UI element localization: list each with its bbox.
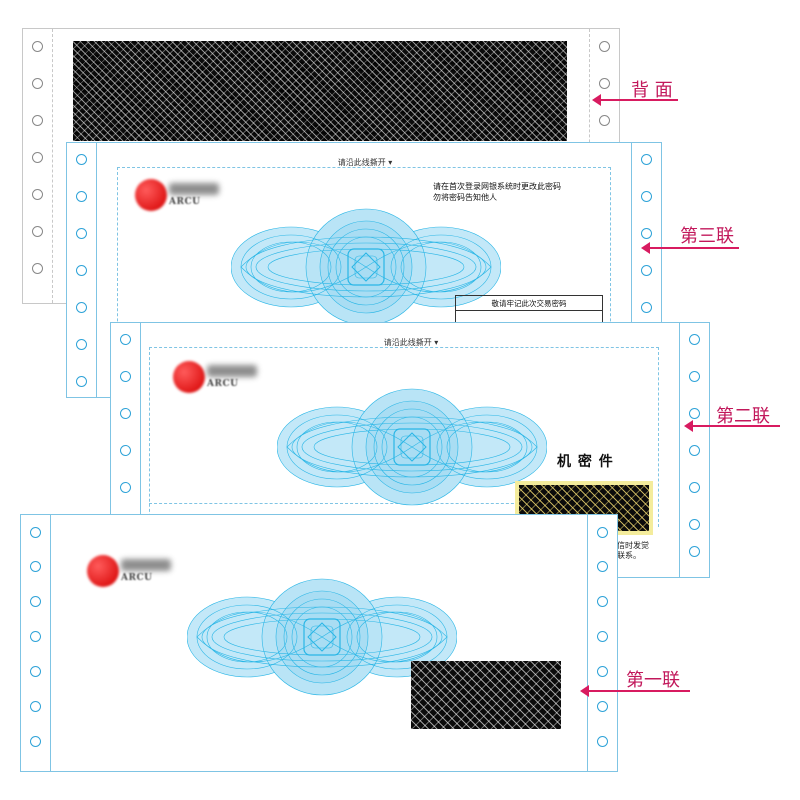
- label-copy1: 第一联: [626, 670, 680, 691]
- logo-emblem: [173, 361, 205, 393]
- perforation-hole: [689, 371, 700, 382]
- perforation-hole: [689, 445, 700, 456]
- perforation-hole: [689, 519, 700, 530]
- blurred-bank-name: [121, 559, 171, 571]
- logo-emblem: [135, 179, 167, 211]
- perforation-hole: [76, 154, 87, 165]
- perforation-hole: [30, 701, 41, 712]
- perforation-hole: [32, 115, 43, 126]
- copy1-sheet: ARCU: [20, 514, 618, 772]
- perforation-hole: [32, 41, 43, 52]
- tear-line-vertical: [149, 347, 150, 527]
- perforation-hole: [76, 339, 87, 350]
- perforation-hole: [597, 596, 608, 607]
- perforation-hole: [120, 408, 131, 419]
- left-perforation-strip: [23, 29, 53, 303]
- callout-arrow: [592, 94, 678, 106]
- perforation-hole: [599, 115, 610, 126]
- side-note: 信时发觉 联系。: [617, 541, 649, 561]
- perforation-hole: [597, 527, 608, 538]
- perforation-hole: [597, 736, 608, 747]
- left-perforation-strip: [67, 143, 97, 397]
- confidential-label: 机 密 件: [557, 454, 614, 470]
- perforation-hole: [30, 736, 41, 747]
- guilloche-rosette: [277, 388, 547, 506]
- perforation-hole: [641, 154, 652, 165]
- right-perforation-strip: [631, 143, 661, 397]
- perforation-hole: [32, 263, 43, 274]
- perforation-hole: [641, 302, 652, 313]
- perforation-hole: [597, 666, 608, 677]
- perforation-hole: [689, 334, 700, 345]
- label-copy2: 第二联: [716, 406, 770, 427]
- perforation-hole: [76, 302, 87, 313]
- tear-line-bottom: [149, 503, 529, 504]
- perforation-hole: [30, 631, 41, 642]
- tear-line-vertical: [610, 167, 611, 397]
- tear-instruction: 请沿此线撕开 ▾: [383, 338, 439, 347]
- label-back: 背 面: [631, 80, 673, 101]
- callout-arrow: [684, 420, 780, 432]
- tear-line-vertical: [658, 347, 659, 527]
- left-perforation-strip: [21, 515, 51, 771]
- logo-emblem: [87, 555, 119, 587]
- callout-arrow: [580, 685, 690, 697]
- perforation-hole: [599, 41, 610, 52]
- perforation-hole: [120, 482, 131, 493]
- perforation-hole: [76, 376, 87, 387]
- password-box-inner: [456, 310, 602, 399]
- security-pattern-block: [411, 661, 561, 729]
- perforation-hole: [120, 334, 131, 345]
- perforation-hole: [641, 191, 652, 202]
- blurred-bank-name: [207, 365, 257, 377]
- guilloche-rosette: [187, 578, 457, 696]
- tear-line-vertical: [117, 167, 118, 397]
- callout-arrow: [641, 242, 739, 254]
- side-note-line: 信时发觉: [617, 541, 649, 550]
- logo-subtext: ARCU: [207, 379, 239, 389]
- perforation-hole: [76, 265, 87, 276]
- blurred-bank-name: [169, 183, 219, 195]
- side-note-line: 联系。: [617, 551, 641, 560]
- perforation-hole: [30, 561, 41, 572]
- perforation-hole: [30, 666, 41, 677]
- tear-instruction: 请沿此线撕开 ▾: [337, 158, 393, 167]
- perforation-hole: [599, 78, 610, 89]
- perforation-hole: [597, 631, 608, 642]
- right-perforation-strip: [587, 515, 617, 771]
- notice-line: 勿将密码告知他人: [433, 193, 497, 202]
- perforation-hole: [32, 152, 43, 163]
- perforation-hole: [76, 228, 87, 239]
- perforation-hole: [689, 408, 700, 419]
- logo-subtext: ARCU: [169, 197, 201, 207]
- perforation-hole: [32, 226, 43, 237]
- perforation-hole: [641, 265, 652, 276]
- perforation-hole: [689, 546, 700, 557]
- logo-subtext: ARCU: [121, 573, 153, 583]
- caret-down-icon: ▾: [431, 338, 439, 347]
- perforation-hole: [32, 189, 43, 200]
- perforation-hole: [641, 228, 652, 239]
- security-pattern-block: [73, 41, 567, 141]
- perforation-hole: [32, 78, 43, 89]
- label-copy3: 第三联: [680, 226, 734, 247]
- caret-down-icon: ▾: [385, 158, 393, 167]
- perforation-hole: [30, 527, 41, 538]
- password-box-title: 敬请牢记此次交易密码: [491, 299, 567, 308]
- perforation-hole: [597, 701, 608, 712]
- perforation-hole: [120, 445, 131, 456]
- tear-line: [149, 347, 659, 348]
- guilloche-rosette: [231, 208, 501, 326]
- tear-line: [117, 167, 611, 168]
- perforation-hole: [689, 482, 700, 493]
- perforation-hole: [597, 561, 608, 572]
- notice-line: 请在首次登录网银系统时更改此密码: [433, 182, 561, 191]
- perforation-hole: [30, 596, 41, 607]
- perforation-hole: [76, 191, 87, 202]
- right-perforation-strip: [679, 323, 709, 577]
- perforation-hole: [120, 371, 131, 382]
- notice-text: 请在首次登录网银系统时更改此密码 勿将密码告知他人: [433, 181, 561, 203]
